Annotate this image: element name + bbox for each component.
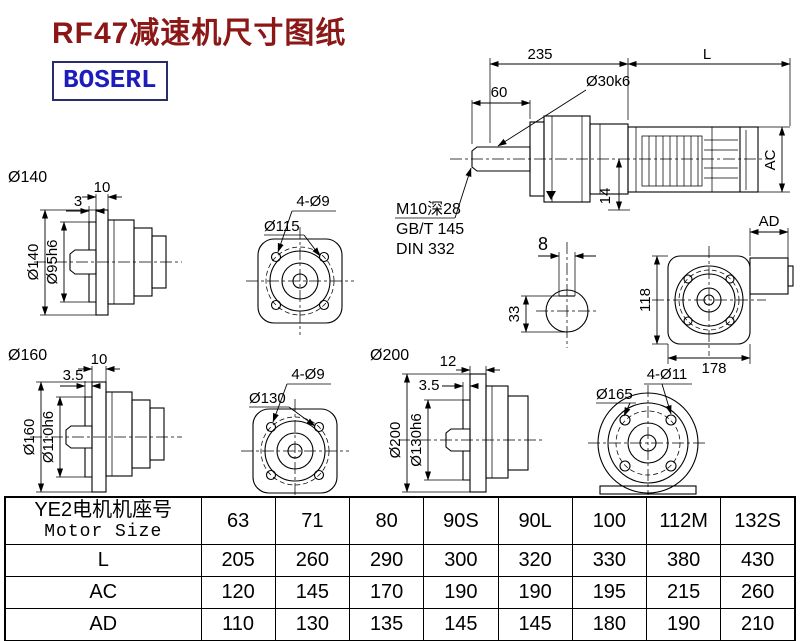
shaft-key-section-view: 8 33: [506, 234, 598, 348]
dim-178: 178: [701, 360, 726, 377]
frame-size-column: 132S: [720, 496, 796, 545]
dim-f140-od: Ø140: [25, 244, 42, 281]
motor-size-header-cn: YE2电机机座号: [34, 499, 173, 521]
dim-f200-thickness: 12: [440, 353, 457, 370]
dimension-value: 430: [720, 544, 796, 577]
dim-key-height: 33: [506, 306, 523, 323]
dimension-value: 190: [497, 576, 573, 609]
dimension-value: 290: [348, 544, 425, 577]
f160-bolt-circle-label: Ø130: [249, 390, 286, 407]
side-view: 235 L 60 Ø30k6 AC 14 M10深28 GB/T 145 DIN: [395, 46, 791, 258]
dimension-value: 180: [571, 608, 648, 641]
flange140-side-view: Ø140 10 3 Ø140 Ø95h6: [8, 169, 182, 316]
row-label: AD: [4, 608, 202, 641]
flange200-face-view: 4-Ø11 Ø165: [588, 366, 708, 495]
dim-f160-spigot-dia: Ø110h6: [40, 411, 57, 463]
dimension-value: 320: [497, 544, 573, 577]
dim-f200-spigot-dia: Ø130h6: [408, 413, 425, 466]
dim-f160-spigot: 3.5: [63, 367, 84, 384]
dimension-value: 145: [497, 608, 573, 641]
f160-holes-label: 4-Ø9: [291, 366, 324, 383]
motor-dimension-table: YE2电机机座号 Motor Size 63 71 80 90S 90L 100…: [4, 496, 796, 641]
frame-size-column: 63: [200, 496, 276, 545]
frame-size-column: 71: [274, 496, 351, 545]
dim-AC: AC: [762, 149, 779, 170]
flange160-side-view: Ø160 10 3.5 Ø160 Ø110h6: [8, 347, 182, 493]
dimension-value: 190: [423, 576, 499, 609]
shaft-diameter-label: Ø30k6: [586, 73, 630, 90]
note-thread: M10深28: [396, 200, 461, 218]
dim-f200-spigot: 3.5: [419, 377, 440, 394]
flange140-face-view: 4-Ø9 Ø115: [246, 193, 354, 335]
motor-size-header-en: Motor Size: [44, 522, 163, 542]
note-standard-din: DIN 332: [396, 241, 455, 258]
flange140-title: Ø140: [8, 169, 47, 186]
row-label: AC: [4, 576, 202, 609]
table-row-L: L 205 260 290 300 320 330 380 430: [4, 544, 796, 577]
dim-f160-od: Ø160: [21, 419, 38, 456]
f140-bolt-circle-label: Ø115: [264, 218, 300, 235]
frame-size-column: 90L: [497, 496, 573, 545]
dimension-value: 300: [423, 544, 499, 577]
brand-logo: BOSERL: [52, 61, 168, 101]
dimension-value: 190: [645, 608, 722, 641]
dim-f200-od: Ø200: [387, 422, 404, 459]
dimension-value: 110: [200, 608, 276, 641]
table-header-row: YE2电机机座号 Motor Size 63 71 80 90S 90L 100…: [4, 496, 796, 545]
dimension-value: 170: [348, 576, 425, 609]
frame-size-column: 90S: [423, 496, 499, 545]
dimension-value: 145: [274, 576, 351, 609]
row-label: L: [4, 544, 202, 577]
frame-size-column: 100: [571, 496, 648, 545]
dimension-value: 260: [274, 544, 351, 577]
dim-key-width: 8: [538, 234, 548, 254]
dim-14: 14: [597, 188, 614, 205]
dimension-value: 145: [423, 608, 499, 641]
f200-bolt-circle-label: Ø165: [596, 386, 633, 403]
flange200-side-view: Ø200 12 3.5 Ø200 Ø130h6: [370, 347, 544, 493]
table-row-AD: AD 110 130 135 145 145 180 190 210: [4, 608, 796, 641]
dim-f160-thickness: 10: [91, 351, 108, 368]
dimension-value: 260: [720, 576, 796, 609]
page-title: RF47减速机尺寸图纸: [52, 17, 347, 50]
dimension-value: 195: [571, 576, 648, 609]
dim-f140-spigot-dia: Ø95h6: [44, 239, 61, 284]
f140-holes-label: 4-Ø9: [296, 193, 329, 210]
motor-size-header: YE2电机机座号 Motor Size: [4, 496, 202, 545]
note-standard-gb: GB/T 145: [396, 221, 464, 238]
frame-size-column: 112M: [645, 496, 722, 545]
dimension-value: 135: [348, 608, 425, 641]
dimension-value: 205: [200, 544, 276, 577]
frame-size-column: 80: [348, 496, 425, 545]
dimension-value: 120: [200, 576, 276, 609]
dim-60: 60: [491, 84, 508, 101]
f200-holes-label: 4-Ø11: [647, 366, 688, 383]
front-view: AD 118 178: [637, 213, 794, 377]
table-row-AC: AC 120 145 170 190 190 195 215 260: [4, 576, 796, 609]
flange160-face-view: 4-Ø9 Ø130: [241, 366, 349, 495]
dim-f140-thickness: 10: [94, 179, 111, 196]
flange160-title: Ø160: [8, 347, 47, 364]
dim-235: 235: [527, 46, 552, 63]
dimension-value: 380: [645, 544, 722, 577]
technical-drawing: 235 L 60 Ø30k6 AC 14 M10深28 GB/T 145 DIN: [8, 46, 794, 495]
section-arrow: [546, 191, 556, 200]
dimension-value: 210: [720, 608, 796, 641]
flange200-title: Ø200: [370, 347, 409, 364]
dim-118: 118: [637, 288, 654, 312]
dim-L: L: [703, 46, 711, 63]
dimension-value: 330: [571, 544, 648, 577]
dim-f140-spigot: 3: [74, 193, 82, 210]
dimension-value: 215: [645, 576, 722, 609]
dimension-value: 130: [274, 608, 351, 641]
dim-AD: AD: [759, 213, 780, 230]
